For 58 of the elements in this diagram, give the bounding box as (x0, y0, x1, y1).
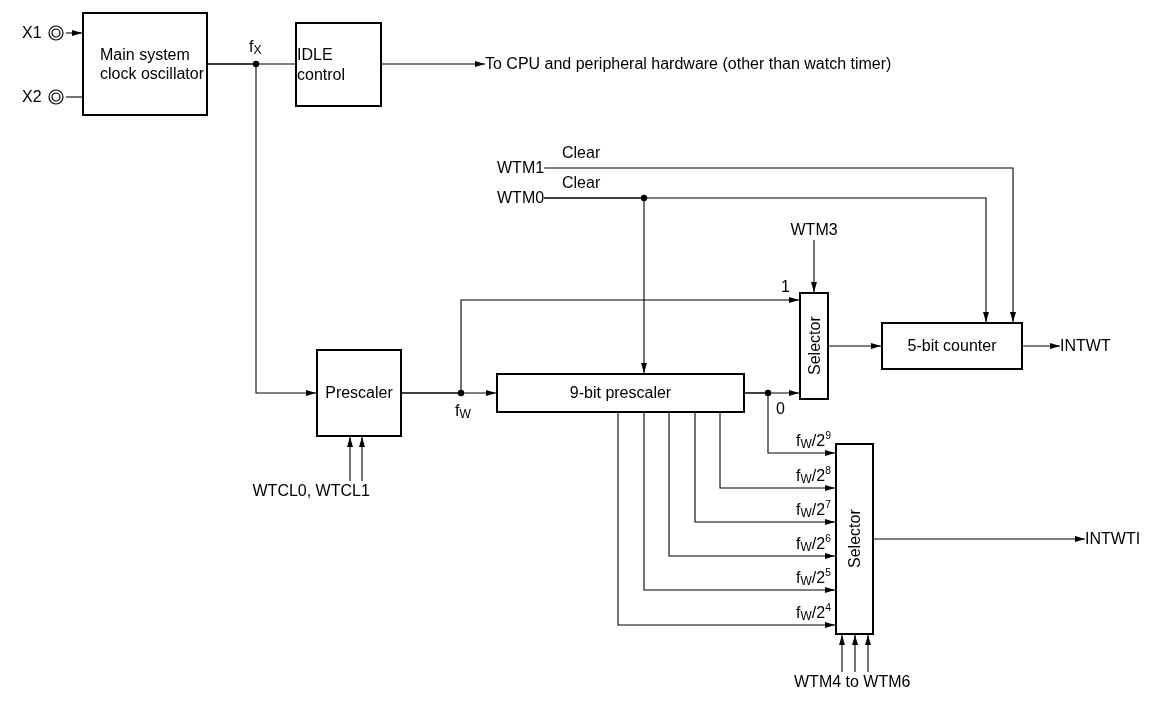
signal-line (543, 167, 1016, 323)
function-block (82, 12, 208, 116)
signal-line (65, 96, 83, 98)
edge-label: f$_{W}$/2$^{4}$ (796, 604, 831, 622)
edge-label: f$_{W}$/2$^{6}$ (796, 535, 831, 553)
signal-line (719, 412, 836, 491)
signal-line (744, 392, 836, 456)
signal-line (828, 343, 882, 349)
pin-label: X1 (22, 23, 42, 43)
signal-line (65, 30, 83, 36)
function-block (295, 22, 382, 107)
edge-label: f$_{W}$/2$^{8}$ (796, 467, 831, 485)
edge-label: 1 (781, 278, 790, 296)
signal-label: To CPU and peripheral hardware (other than watch timer) (485, 54, 892, 74)
signal-line (543, 197, 647, 374)
block-label: Main system clock oscillator (100, 44, 206, 84)
signal-line (668, 412, 836, 559)
edge-label: 0 (776, 400, 785, 418)
signal-label: WTCL0, WTCL1 (252, 481, 370, 501)
signal-name: f$_{X}$ (249, 38, 262, 56)
edge-label: Clear (562, 144, 601, 162)
signal-line (207, 63, 317, 396)
signal-line (401, 297, 800, 394)
signal-line (865, 634, 871, 673)
edge-label: f$_{W}$/2$^{9}$ (796, 432, 831, 450)
signal-label: INTWT (1060, 336, 1111, 356)
signal-label: WTM4 to WTM6 (794, 672, 911, 692)
block-label: Prescaler (325, 383, 393, 403)
signal-line (811, 239, 817, 293)
block-label: 9-bit prescaler (569, 383, 672, 403)
block-label: IDLE control (297, 45, 347, 84)
block-label: Selector (804, 316, 824, 376)
edge-label: f$_{W}$/2$^{7}$ (796, 501, 831, 519)
selector-block (799, 292, 829, 400)
signal-line (359, 436, 365, 482)
edge-label: f$_{W}$/2$^{5}$ (796, 569, 831, 587)
function-block (496, 373, 745, 413)
function-block (881, 322, 1023, 370)
signal-line (381, 61, 486, 67)
signal-label: WTM1 (497, 158, 545, 178)
signal-line (1022, 343, 1061, 349)
signal-label: INTWTI (1085, 529, 1141, 549)
signal-label: WTM3 (790, 220, 838, 240)
signal-line (643, 412, 836, 593)
signal-name: f$_{W}$ (455, 402, 471, 420)
signal-line (839, 634, 845, 673)
signal-line (694, 412, 836, 525)
function-block (316, 349, 402, 437)
signal-line (347, 436, 353, 482)
signal-line (873, 536, 1086, 542)
signal-label: WTM0 (497, 188, 545, 208)
block-label: 5-bit counter (907, 336, 997, 356)
selector-block (835, 443, 874, 635)
block-label: Selector (844, 509, 864, 569)
edge-label: Clear (562, 174, 601, 192)
signal-line (852, 634, 858, 673)
signal-line (617, 412, 836, 628)
pin-label: X2 (22, 87, 42, 107)
